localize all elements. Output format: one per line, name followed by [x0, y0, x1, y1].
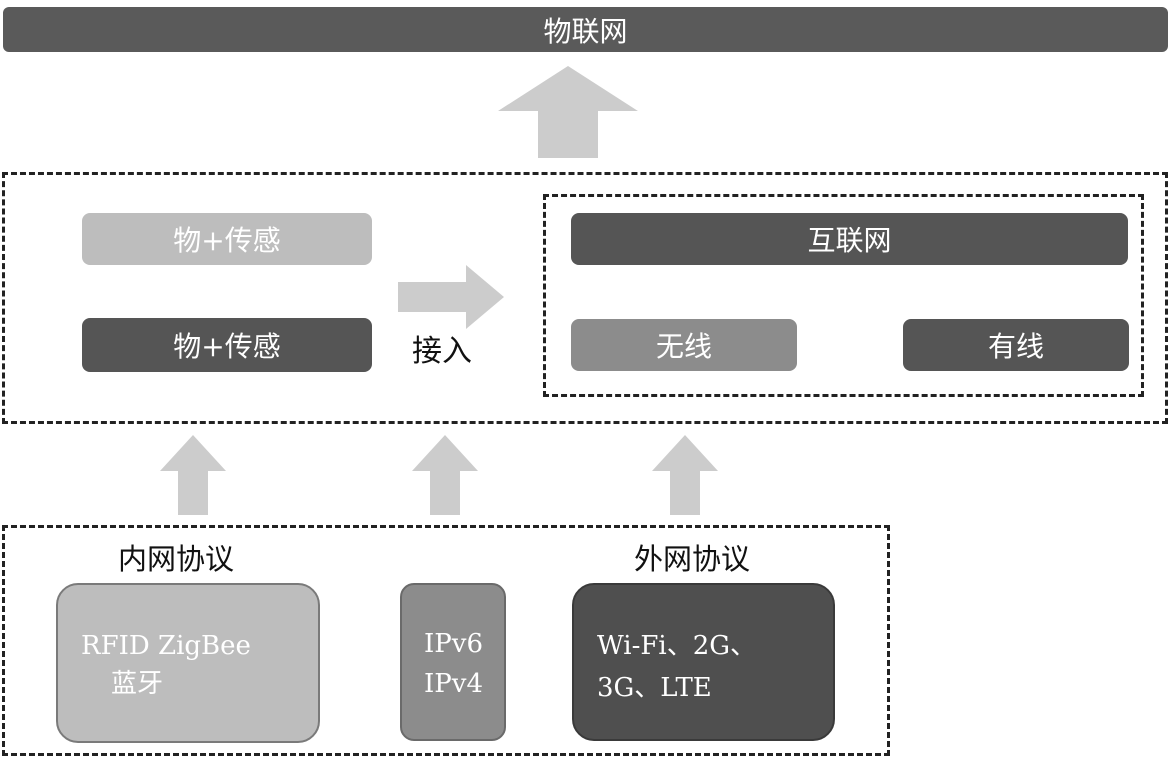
outer-protocol-line2: 3G、LTE [597, 673, 712, 703]
wired-box: 有线 [903, 319, 1129, 371]
middle-layer-frame [2, 172, 1168, 424]
ip-protocol-box: IPv6 IPv4 [400, 583, 506, 741]
iot-title-bar: 物联网 [3, 7, 1168, 52]
up-arrow-icon-middle [412, 435, 478, 515]
internet-box: 互联网 [571, 213, 1128, 265]
sensor-box-light: 物+传感 [82, 213, 372, 265]
protocol-layer-frame [2, 525, 890, 756]
outer-protocol-line1: Wi-Fi、2G、 [597, 631, 757, 661]
wired-label: 有线 [987, 330, 1044, 363]
ip-line2: IPv4 [424, 669, 483, 699]
inner-protocol-title: 内网协议 [118, 542, 235, 576]
up-arrow-icon-right [652, 435, 718, 515]
inner-protocol-line1: RFID ZigBee [81, 631, 251, 661]
iot-title: 物联网 [543, 14, 628, 48]
inner-protocol-box: RFID ZigBee 蓝牙 [56, 583, 320, 743]
sensor-label-light: 物+传感 [173, 224, 281, 257]
inner-protocol-line2: 蓝牙 [111, 669, 164, 699]
up-arrow-icon-left [160, 435, 226, 515]
internet-frame [543, 194, 1144, 397]
ip-line1: IPv6 [424, 629, 483, 659]
outer-protocol-box: Wi-Fi、2G、 3G、LTE [572, 583, 835, 741]
outer-protocol-title: 外网协议 [634, 542, 751, 576]
sensor-label-dark: 物+传感 [173, 330, 281, 363]
wireless-box: 无线 [571, 319, 797, 371]
up-arrow-icon [498, 66, 638, 158]
right-arrow-icon [398, 265, 504, 329]
sensor-box-dark: 物+传感 [82, 318, 372, 372]
internet-label: 互联网 [807, 224, 892, 257]
wireless-label: 无线 [655, 330, 712, 363]
access-label: 接入 [412, 334, 472, 369]
